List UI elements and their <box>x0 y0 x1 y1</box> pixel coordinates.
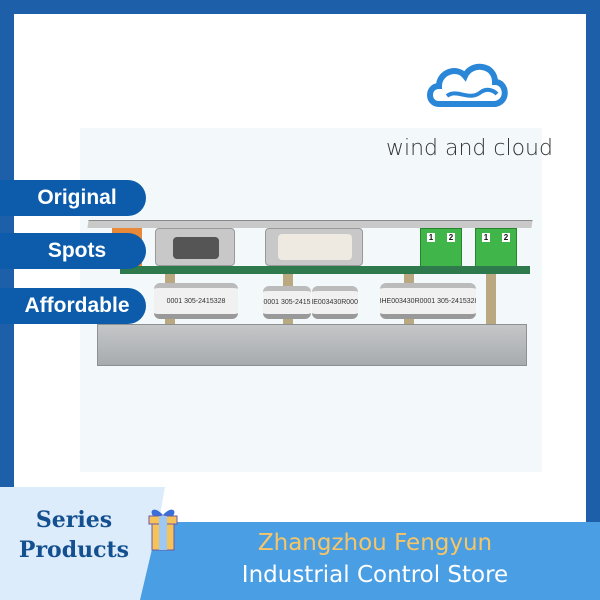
standoff <box>486 274 496 324</box>
frame-border-right <box>586 0 600 530</box>
badge-original: Original <box>0 180 146 216</box>
circuit-board <box>120 266 530 274</box>
series-line2: Products <box>18 537 130 563</box>
transformer-label: 0001 305-2415 <box>263 286 311 319</box>
store-name-line2: Industrial Control Store <box>241 562 509 588</box>
db15-connector <box>265 228 363 266</box>
store-banner <box>140 522 600 600</box>
gift-icon <box>146 505 180 557</box>
cloud-icon <box>425 58 509 118</box>
series-panel <box>0 487 165 600</box>
transformer-label: 0001 305-2415328 <box>154 283 238 319</box>
top-plate <box>87 220 533 228</box>
badge-spots: Spots <box>0 233 146 269</box>
store-name-line1: Zhangzhou Fengyun <box>257 530 493 556</box>
product-photo: 12 12 0001 305-2415328 0001 305-2415 HE0… <box>80 128 542 472</box>
frame-border-top <box>0 0 600 14</box>
brand-name: wind and cloud <box>386 136 553 161</box>
series-products-label: Series Products <box>14 505 134 565</box>
db9-connector <box>155 228 235 266</box>
aluminum-base <box>97 324 527 366</box>
transformer-label: 3HE003430R0001 305-2415328 <box>380 283 476 319</box>
transformer-label: HE003430R0001 <box>312 286 358 319</box>
series-line1: Series <box>35 507 113 533</box>
badge-affordable: Affordable <box>0 288 146 324</box>
